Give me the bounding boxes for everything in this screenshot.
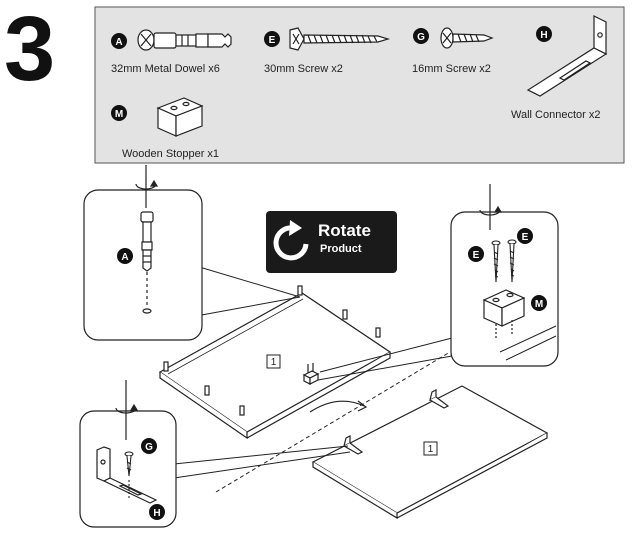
part-a-badge: A <box>111 33 127 49</box>
part-m: M Wooden Stopper x1 <box>111 97 219 160</box>
callout-connector-badge-h: H <box>149 504 165 520</box>
part-e-label: 30mm Screw x2 <box>264 63 343 75</box>
part-m-badge: M <box>111 105 127 121</box>
dowel-icon <box>137 29 232 51</box>
svg-text:H: H <box>540 30 547 41</box>
screws-icon <box>491 239 517 283</box>
svg-text:1: 1 <box>271 357 277 368</box>
stopper-icon <box>482 289 526 338</box>
connectors-on-panel <box>343 389 450 455</box>
part-h-badge: H <box>536 26 552 42</box>
short-screw-icon <box>124 451 134 500</box>
svg-text:A: A <box>115 37 122 48</box>
dowel-markers <box>163 285 381 416</box>
callout-dowel-badge: A <box>117 248 133 264</box>
part-e: E 30mm Screw x2 <box>264 27 391 75</box>
part-g-badge: G <box>413 28 429 44</box>
callout-stopper-badge-e2: E <box>517 228 533 244</box>
callout-stopper-badge-e1: E <box>468 246 484 262</box>
rotate-icon <box>273 220 309 261</box>
screwdriver-icon <box>479 184 503 230</box>
wall-connector-icon <box>96 446 158 504</box>
long-screw-icon <box>289 27 391 51</box>
callout-stopper-badge-m: M <box>531 295 547 311</box>
svg-text:M: M <box>535 299 543 310</box>
dowel-icon <box>140 211 154 314</box>
part-g-label: 16mm Screw x2 <box>412 63 491 75</box>
svg-text:A: A <box>121 252 128 263</box>
screwdriver-icon <box>135 165 159 208</box>
svg-text:G: G <box>145 442 153 453</box>
part-h: H Wall Connector x2 <box>511 15 608 121</box>
part-a-label: 32mm Metal Dowel x6 <box>111 63 220 75</box>
short-screw-icon <box>440 27 494 49</box>
panel-label-box-after: 1 <box>423 441 438 456</box>
rotate-product-badge: Rotate Product <box>266 211 397 273</box>
screwdriver-icon <box>115 380 139 440</box>
parts-panel: A 32mm Metal Dowel x6 E <box>94 6 625 164</box>
callout-connector-badge-g: G <box>141 438 157 454</box>
svg-text:E: E <box>522 232 529 243</box>
wall-connector-icon <box>526 15 608 97</box>
step-number: 3 <box>4 0 55 100</box>
svg-text:1: 1 <box>428 444 434 455</box>
svg-text:M: M <box>115 109 123 120</box>
rotate-title: Rotate <box>318 221 371 240</box>
callout-dowel: A <box>83 165 301 341</box>
svg-text:H: H <box>153 508 160 519</box>
callout-connector: G H <box>79 380 351 528</box>
dashed-guide <box>215 351 451 493</box>
part-a: A 32mm Metal Dowel x6 <box>111 29 232 75</box>
svg-text:E: E <box>473 250 480 261</box>
callout-stopper: E E M <box>317 184 559 381</box>
stopper-on-panel <box>302 363 320 385</box>
part-h-label: Wall Connector x2 <box>511 109 600 121</box>
panel-edge-hint <box>499 325 557 361</box>
rotate-subtitle: Product <box>320 243 362 255</box>
svg-text:G: G <box>417 32 425 43</box>
wooden-stopper-icon <box>156 97 204 137</box>
part-g: G 16mm Screw x2 <box>412 27 494 75</box>
svg-text:E: E <box>269 35 276 46</box>
part-m-label: Wooden Stopper x1 <box>122 148 219 160</box>
panel-label-box-before: 1 <box>266 354 281 369</box>
part-e-badge: E <box>264 31 280 47</box>
rotation-arrow <box>309 400 368 413</box>
